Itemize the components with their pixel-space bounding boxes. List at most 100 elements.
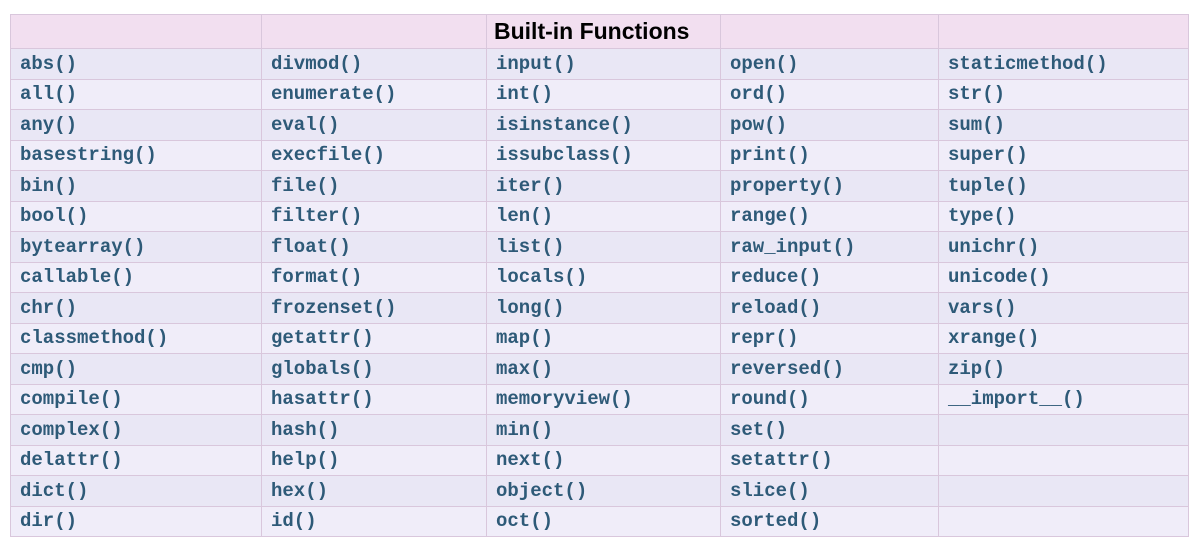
table-row: bool() filter() len() range() type() <box>10 200 1189 232</box>
function-cell: file() <box>261 170 487 202</box>
function-cell: int() <box>486 78 721 110</box>
function-cell: enumerate() <box>261 78 487 110</box>
function-cell: property() <box>720 170 939 202</box>
table-row: dict() hex() object() slice() <box>10 475 1189 507</box>
table-row: compile() hasattr() memoryview() round()… <box>10 383 1189 415</box>
function-cell: sorted() <box>720 505 939 537</box>
function-cell: min() <box>486 414 721 446</box>
function-cell: open() <box>720 48 939 80</box>
function-cell: zip() <box>938 353 1189 385</box>
function-cell: sum() <box>938 109 1189 141</box>
table-header: Built-in Functions <box>10 14 1189 49</box>
function-cell: bytearray() <box>10 231 262 263</box>
function-cell: super() <box>938 139 1189 171</box>
function-cell: ord() <box>720 78 939 110</box>
function-cell: long() <box>486 292 721 324</box>
function-cell: chr() <box>10 292 262 324</box>
function-cell <box>938 475 1189 507</box>
header-cell-empty-3 <box>720 14 939 49</box>
table-row: complex() hash() min() set() <box>10 414 1189 446</box>
function-cell: callable() <box>10 261 262 293</box>
function-cell: __import__() <box>938 383 1189 415</box>
function-cell: locals() <box>486 261 721 293</box>
function-cell: eval() <box>261 109 487 141</box>
function-cell: bin() <box>10 170 262 202</box>
function-cell: compile() <box>10 383 262 415</box>
function-cell: basestring() <box>10 139 262 171</box>
function-cell: all() <box>10 78 262 110</box>
function-cell: iter() <box>486 170 721 202</box>
function-cell: unichr() <box>938 231 1189 263</box>
function-cell: set() <box>720 414 939 446</box>
function-cell: tuple() <box>938 170 1189 202</box>
function-cell: range() <box>720 200 939 232</box>
function-cell: raw_input() <box>720 231 939 263</box>
function-cell: hash() <box>261 414 487 446</box>
header-row: Built-in Functions <box>10 14 1189 49</box>
function-cell <box>938 505 1189 537</box>
function-cell: print() <box>720 139 939 171</box>
table-row: bytearray() float() list() raw_input() u… <box>10 231 1189 263</box>
table-row: cmp() globals() max() reversed() zip() <box>10 353 1189 385</box>
function-cell: memoryview() <box>486 383 721 415</box>
table-row: classmethod() getattr() map() repr() xra… <box>10 322 1189 354</box>
function-cell: help() <box>261 444 487 476</box>
function-cell: frozenset() <box>261 292 487 324</box>
function-cell: reduce() <box>720 261 939 293</box>
function-cell: any() <box>10 109 262 141</box>
function-cell: divmod() <box>261 48 487 80</box>
table-row: dir() id() oct() sorted() <box>10 505 1189 537</box>
function-cell: type() <box>938 200 1189 232</box>
function-cell: dir() <box>10 505 262 537</box>
function-cell: format() <box>261 261 487 293</box>
function-cell: str() <box>938 78 1189 110</box>
function-cell: execfile() <box>261 139 487 171</box>
function-cell: reversed() <box>720 353 939 385</box>
function-cell: getattr() <box>261 322 487 354</box>
function-cell: list() <box>486 231 721 263</box>
function-cell: unicode() <box>938 261 1189 293</box>
function-cell: object() <box>486 475 721 507</box>
builtin-functions-table: Built-in Functions abs() divmod() input(… <box>10 14 1189 537</box>
function-cell: input() <box>486 48 721 80</box>
function-cell: len() <box>486 200 721 232</box>
function-cell: filter() <box>261 200 487 232</box>
function-cell: pow() <box>720 109 939 141</box>
function-cell: map() <box>486 322 721 354</box>
function-cell: reload() <box>720 292 939 324</box>
header-cell-empty-1 <box>10 14 262 49</box>
function-cell <box>938 414 1189 446</box>
function-cell: slice() <box>720 475 939 507</box>
table-row: basestring() execfile() issubclass() pri… <box>10 139 1189 171</box>
function-cell: oct() <box>486 505 721 537</box>
table-row: callable() format() locals() reduce() un… <box>10 261 1189 293</box>
function-cell: repr() <box>720 322 939 354</box>
function-cell: isinstance() <box>486 109 721 141</box>
function-cell: abs() <box>10 48 262 80</box>
table-row: delattr() help() next() setattr() <box>10 444 1189 476</box>
function-cell: vars() <box>938 292 1189 324</box>
function-cell: next() <box>486 444 721 476</box>
table-row: chr() frozenset() long() reload() vars() <box>10 292 1189 324</box>
function-cell: classmethod() <box>10 322 262 354</box>
table-title: Built-in Functions <box>486 14 721 49</box>
function-cell: cmp() <box>10 353 262 385</box>
function-cell: staticmethod() <box>938 48 1189 80</box>
table-row: bin() file() iter() property() tuple() <box>10 170 1189 202</box>
function-cell: setattr() <box>720 444 939 476</box>
header-cell-empty-2 <box>261 14 487 49</box>
function-cell: delattr() <box>10 444 262 476</box>
function-cell: dict() <box>10 475 262 507</box>
function-cell: max() <box>486 353 721 385</box>
table-row: all() enumerate() int() ord() str() <box>10 78 1189 110</box>
function-cell: id() <box>261 505 487 537</box>
table-row: any() eval() isinstance() pow() sum() <box>10 109 1189 141</box>
function-cell: issubclass() <box>486 139 721 171</box>
table-row: abs() divmod() input() open() staticmeth… <box>10 48 1189 80</box>
function-cell: hasattr() <box>261 383 487 415</box>
function-cell: hex() <box>261 475 487 507</box>
function-cell: round() <box>720 383 939 415</box>
function-cell <box>938 444 1189 476</box>
header-cell-empty-4 <box>938 14 1189 49</box>
function-cell: bool() <box>10 200 262 232</box>
